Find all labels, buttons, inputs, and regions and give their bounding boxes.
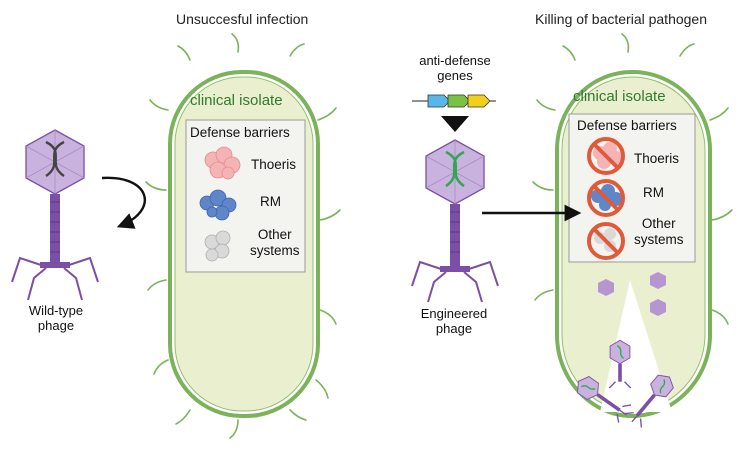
right-defense-item-thoeris: Thoeris xyxy=(634,151,680,166)
left-cell-label: clinical isolate xyxy=(190,92,283,109)
right-defense-item-rm: RM xyxy=(643,185,664,200)
anti-defense-genes-label: anti-defense genes xyxy=(419,53,491,83)
released-phage xyxy=(608,339,632,389)
wild-type-phage xyxy=(11,129,99,301)
left-defense-item-other: Other systems xyxy=(250,227,300,258)
anti-defense-gene-arrows xyxy=(412,94,496,108)
engineered-phage xyxy=(411,139,499,303)
engineered-phage-label: Engineered phage xyxy=(420,306,488,336)
right-cell-label: clinical isolate xyxy=(573,88,666,105)
left-panel-title: Unsuccesful infection xyxy=(176,11,309,27)
deflected-arrow xyxy=(101,176,147,229)
right-defense-title: Defense barriers xyxy=(577,118,677,133)
right-bacterium-cell xyxy=(532,33,733,418)
rm-icon xyxy=(199,189,237,221)
left-defense-title: Defense barriers xyxy=(190,125,290,140)
left-defense-item-thoeris: Thoeris xyxy=(251,157,297,172)
left-defense-item-rm: RM xyxy=(260,194,281,209)
progeny-capsids xyxy=(598,272,666,316)
right-panel-title: Killing of bacterial pathogen xyxy=(535,11,708,27)
released-phage xyxy=(624,374,674,428)
blocked-rm-icon xyxy=(587,179,625,217)
wild-type-phage-label: Wild-type phage xyxy=(28,303,84,333)
released-phage xyxy=(577,376,632,423)
blocked-other-systems-icon xyxy=(587,222,625,260)
right-defense-item-other: Other systems xyxy=(634,216,684,247)
blocked-thoeris-icon xyxy=(587,137,625,175)
insertion-triangle xyxy=(441,116,469,132)
other-systems-icon xyxy=(204,230,231,262)
thoeris-icon xyxy=(204,146,241,180)
lysis-burst xyxy=(600,280,672,412)
